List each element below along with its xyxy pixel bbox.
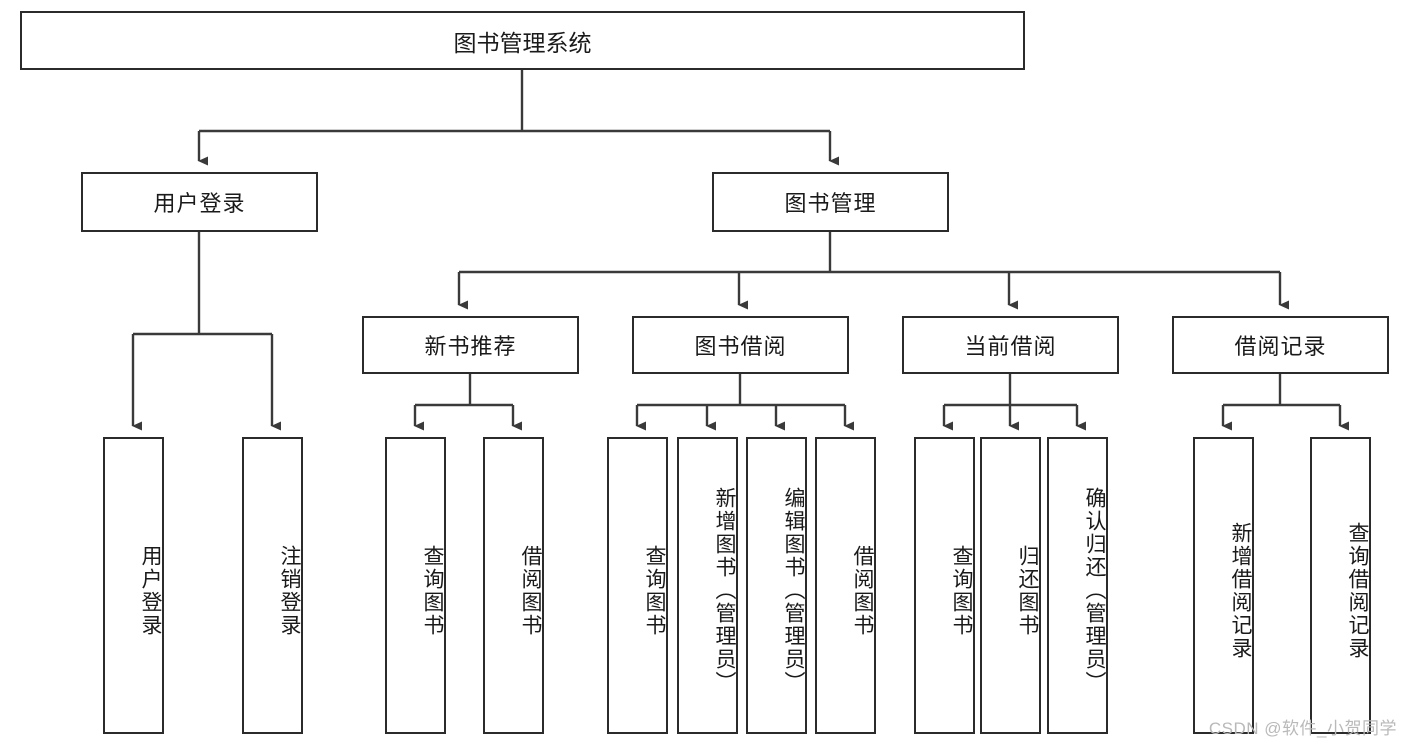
node-leaf-bb-borrow-label: 借阅图书 [851,544,874,637]
node-leaf-cb-confirm[interactable]: 确认归还（管理员） [1047,437,1108,734]
node-leaf-cb-return[interactable]: 归还图书 [980,437,1041,734]
node-root[interactable]: 图书管理系统 [20,11,1025,70]
node-leaf-nb-query[interactable]: 查询图书 [385,437,446,734]
node-book-borrow-label: 图书借阅 [694,334,787,359]
node-leaf-nb-query-label: 查询图书 [421,544,444,637]
node-leaf-bb-borrow[interactable]: 借阅图书 [815,437,876,734]
node-leaf-cb-confirm-label: 确认归还（管理员） [1083,487,1106,694]
node-leaf-cb-return-label: 归还图书 [1016,544,1039,637]
node-book-borrow[interactable]: 图书借阅 [632,316,849,374]
node-leaf-bb-edit[interactable]: 编辑图书（管理员） [746,437,807,734]
node-leaf-cb-query[interactable]: 查询图书 [914,437,975,734]
node-leaf-nb-borrow[interactable]: 借阅图书 [483,437,544,734]
node-leaf-nb-borrow-label: 借阅图书 [519,544,542,637]
node-borrow-record-label: 借阅记录 [1234,334,1327,359]
node-current-borrow[interactable]: 当前借阅 [902,316,1119,374]
node-leaf-user-login-label: 用户登录 [139,544,162,637]
node-book-manage[interactable]: 图书管理 [712,172,949,232]
csdn-watermark: CSDN @软件_小贺同学 [1208,719,1397,738]
node-book-manage-label: 图书管理 [784,191,877,216]
node-leaf-br-add-label: 新增借阅记录 [1229,521,1252,660]
node-leaf-bb-add-label: 新增图书（管理员） [713,487,736,694]
node-new-book-recommend[interactable]: 新书推荐 [362,316,579,374]
node-leaf-cb-query-label: 查询图书 [950,544,973,637]
node-leaf-bb-query[interactable]: 查询图书 [607,437,668,734]
node-leaf-bb-query-label: 查询图书 [643,544,666,637]
node-borrow-record[interactable]: 借阅记录 [1172,316,1389,374]
node-leaf-br-query[interactable]: 查询借阅记录 [1310,437,1371,734]
node-leaf-user-login[interactable]: 用户登录 [103,437,164,734]
node-user-login-label: 用户登录 [153,191,246,216]
node-user-login[interactable]: 用户登录 [81,172,318,232]
node-leaf-br-add[interactable]: 新增借阅记录 [1193,437,1254,734]
node-leaf-user-logout[interactable]: 注销登录 [242,437,303,734]
node-leaf-bb-add[interactable]: 新增图书（管理员） [677,437,738,734]
node-leaf-br-query-label: 查询借阅记录 [1346,521,1369,660]
node-root-label: 图书管理系统 [453,29,592,56]
node-leaf-user-logout-label: 注销登录 [278,544,301,637]
node-new-book-recommend-label: 新书推荐 [424,334,517,359]
node-leaf-bb-edit-label: 编辑图书（管理员） [782,487,805,694]
node-current-borrow-label: 当前借阅 [964,334,1057,359]
